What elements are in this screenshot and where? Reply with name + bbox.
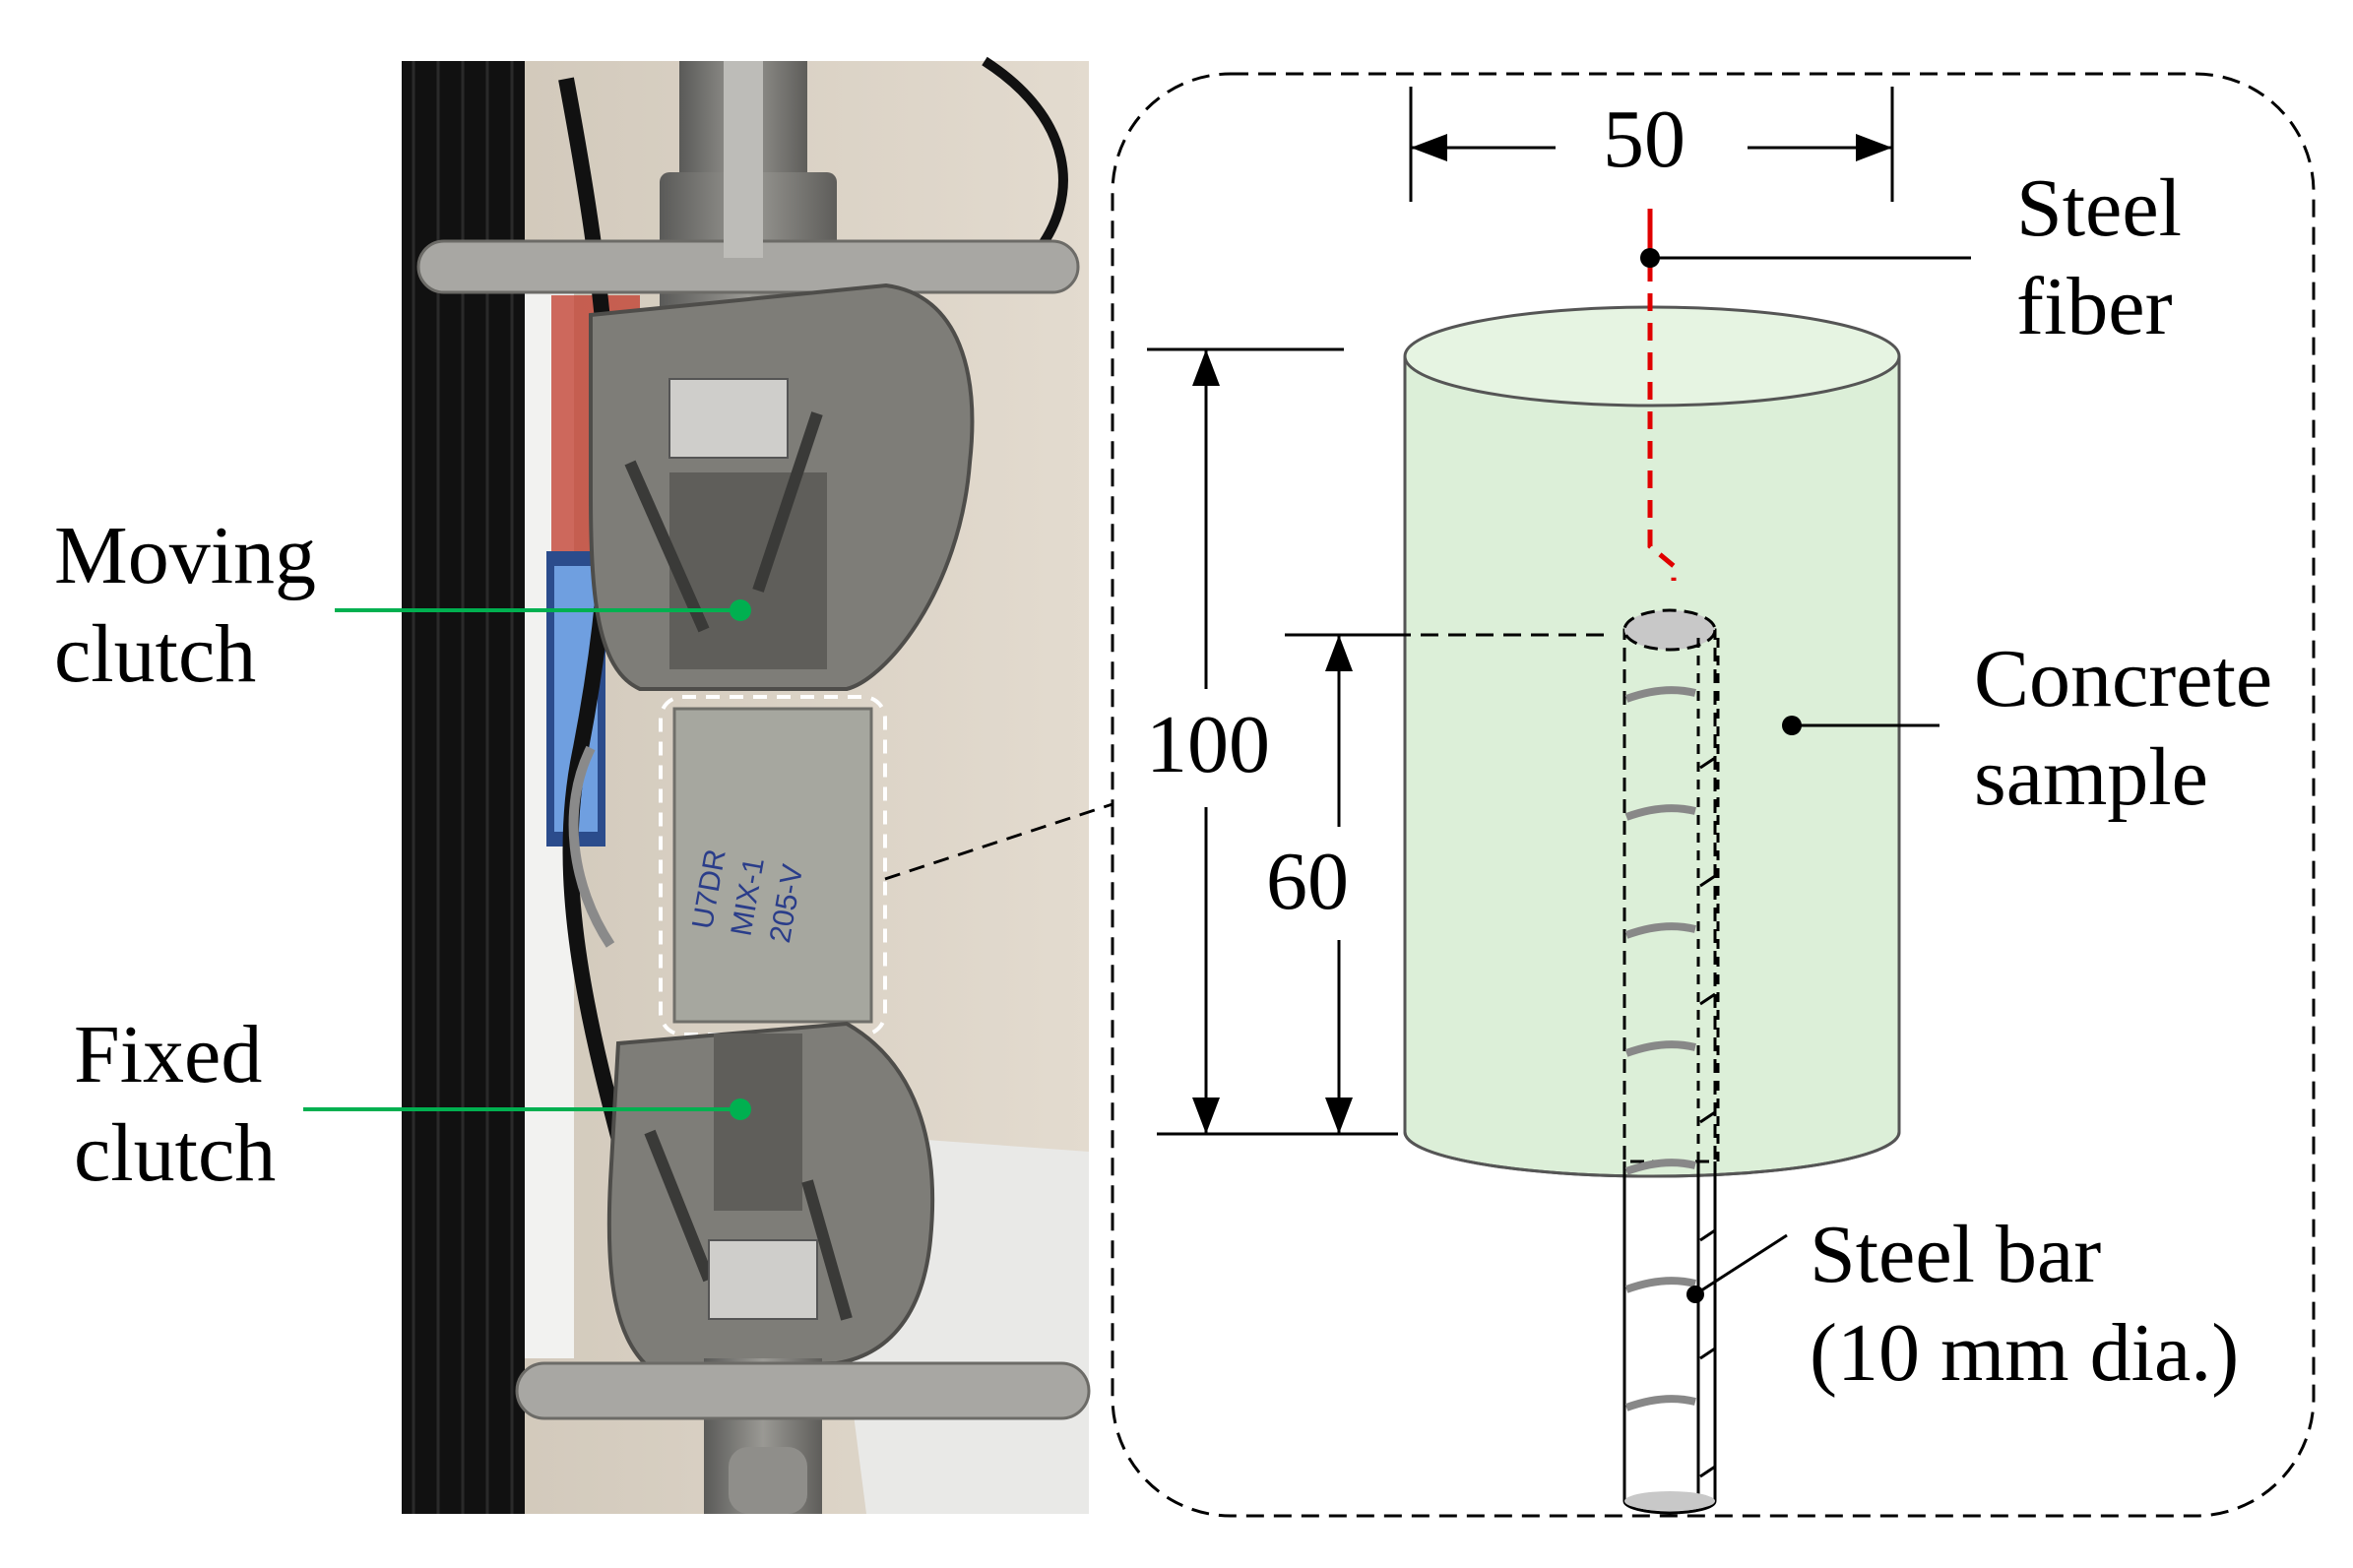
concrete-sample-line-2: sample (1974, 731, 2208, 823)
specimen-highlight-box (659, 695, 887, 1036)
fixed-clutch-label: Fixed clutch (74, 1006, 276, 1203)
width-dimension-value: 50 (1597, 95, 1691, 184)
steel-bar (1622, 608, 1788, 1515)
fixed-clutch-line-1: Fixed (74, 1009, 263, 1100)
fixed-clutch-dot (730, 1098, 751, 1120)
height-100-dimension (1147, 347, 1398, 1136)
fixed-clutch-line-2: clutch (74, 1107, 277, 1199)
steel-fiber (1640, 209, 1971, 581)
moving-clutch-dot (730, 599, 751, 621)
moving-clutch-label: Moving clutch (54, 507, 316, 704)
schematic-frame (1111, 72, 2316, 1518)
concrete-sample-label: Concrete sample (1974, 630, 2272, 827)
steel-fiber-line-1: Steel (2016, 162, 2182, 254)
height-60-dimension (1285, 633, 1605, 1134)
steel-bar-leader (1694, 1233, 1788, 1296)
clutch-leaders (303, 599, 751, 1120)
callout-connector (884, 802, 1113, 881)
steel-fiber-label: Steel fiber (2016, 159, 2182, 356)
height-60-value: 60 (1260, 838, 1355, 926)
width-dimension (1409, 87, 1894, 202)
steel-bar-line-1: Steel bar (1810, 1209, 2102, 1300)
concrete-sample-line-1: Concrete (1974, 633, 2273, 724)
steel-bar-label: Steel bar (10 mm dia.) (1810, 1206, 2239, 1403)
moving-clutch-line-1: Moving (54, 510, 317, 601)
moving-clutch-line-2: clutch (54, 608, 257, 700)
steel-bar-line-2: (10 mm dia.) (1810, 1307, 2240, 1399)
height-100-value: 100 (1140, 701, 1276, 789)
steel-fiber-line-2: fiber (2016, 261, 2173, 352)
specimen (672, 707, 873, 1024)
